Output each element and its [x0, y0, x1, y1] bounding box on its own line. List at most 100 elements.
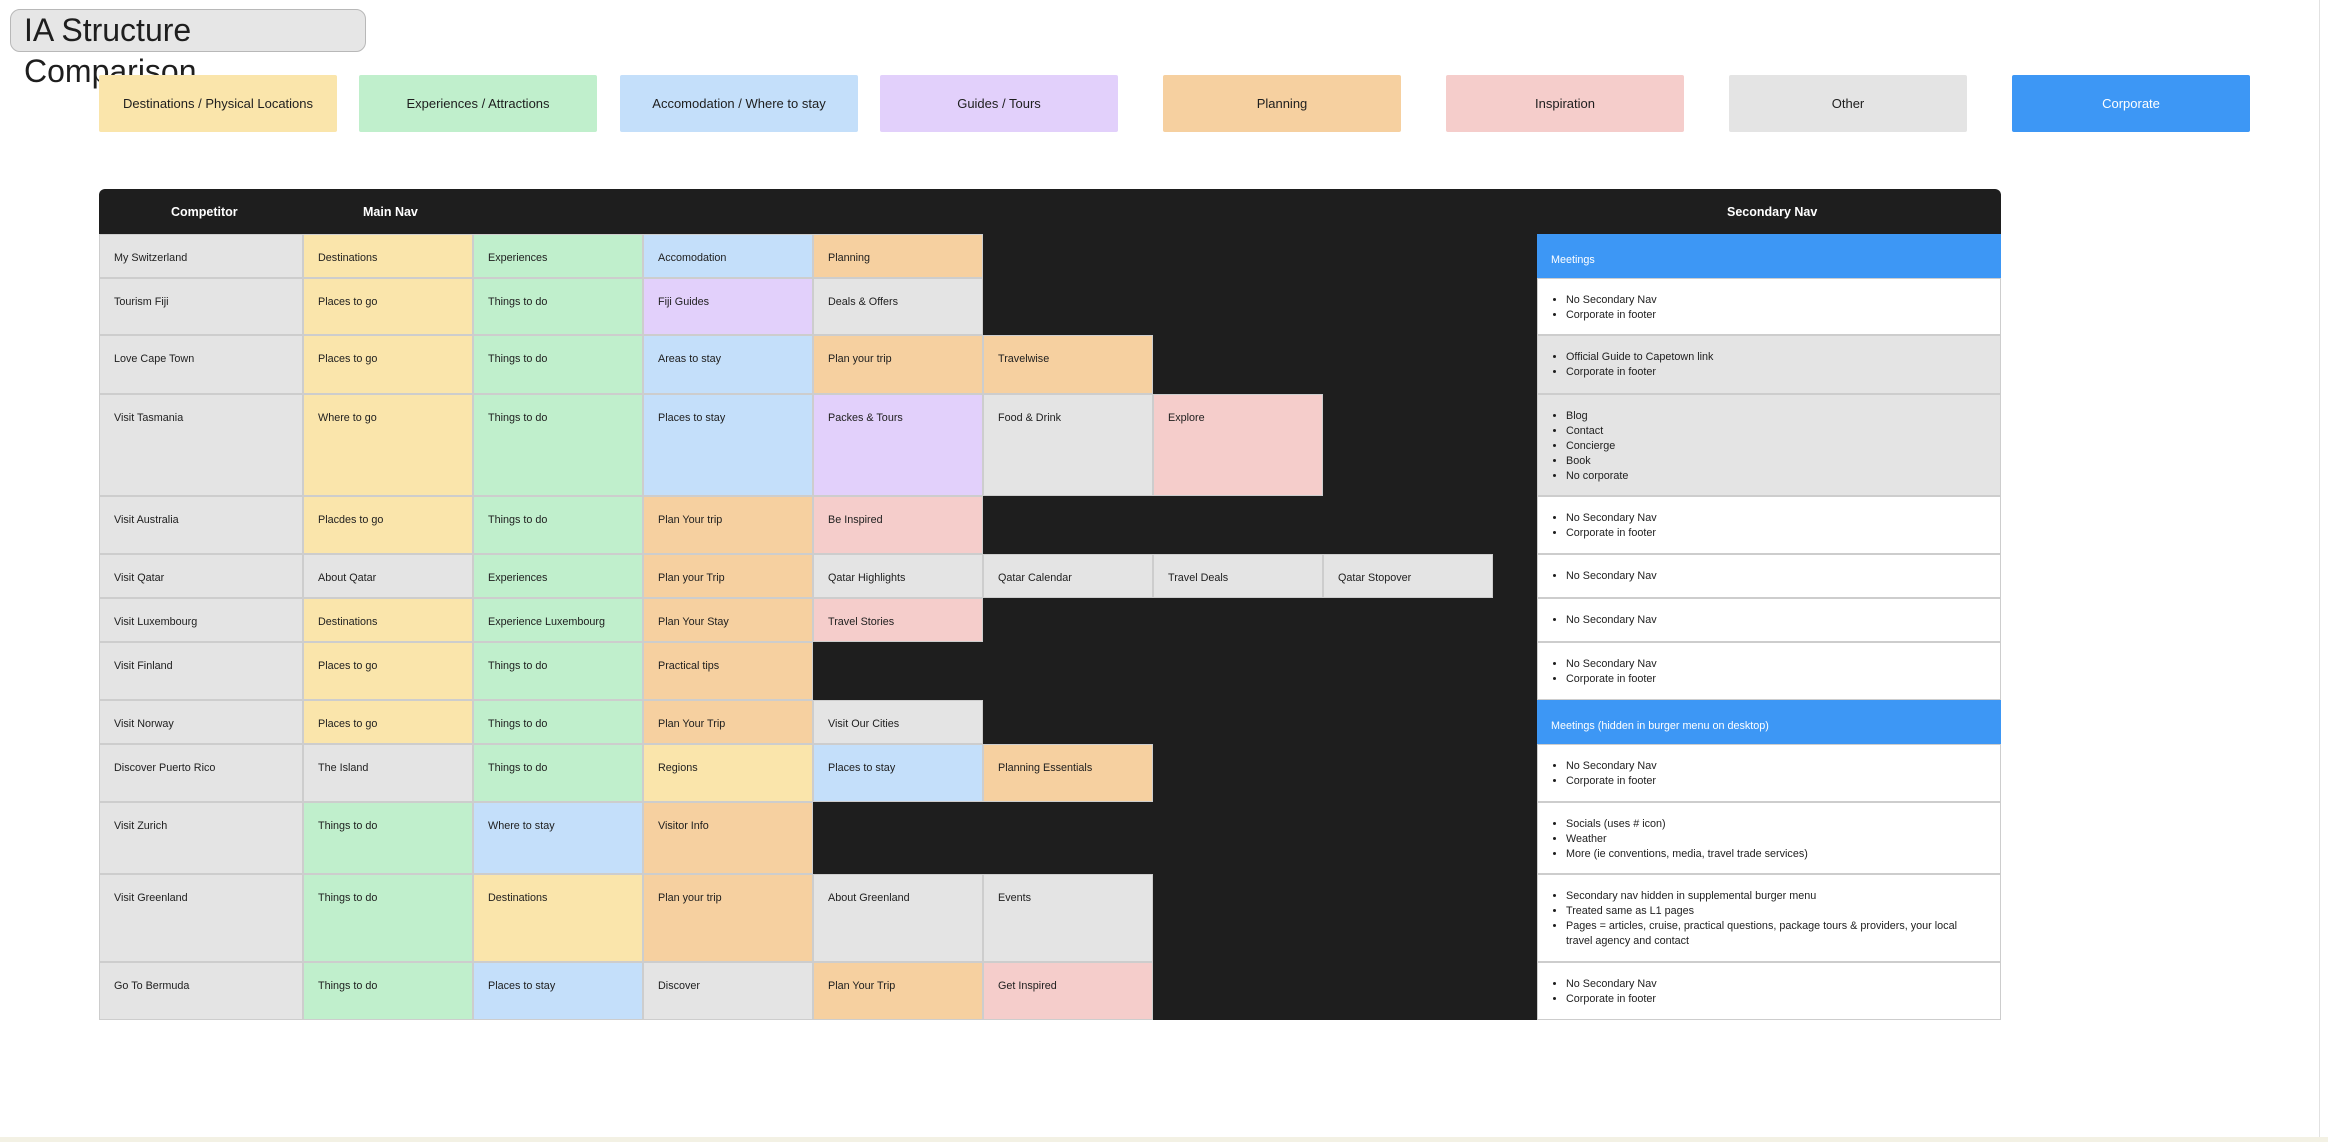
secondary-nav-item: More (ie conventions, media, travel trad… — [1566, 847, 1980, 862]
nav-cell-guide: Packes & Tours — [813, 394, 983, 496]
secondary-nav-item: No Secondary Nav — [1566, 759, 1980, 774]
secondary-nav-list: No Secondary NavCorporate in footer — [1537, 496, 2001, 554]
nav-cell-other: Food & Drink — [983, 394, 1153, 496]
header-main-nav: Main Nav — [363, 205, 418, 219]
header-secondary-nav: Secondary Nav — [1727, 205, 1818, 219]
secondary-nav-item: Concierge — [1566, 439, 1980, 454]
secondary-nav-list: BlogContactConciergeBookNo corporate — [1537, 394, 2001, 496]
secondary-nav-item: Blog — [1566, 409, 1980, 424]
legend-chip-other: Other — [1729, 75, 1967, 132]
secondary-nav-list: No Secondary Nav — [1537, 554, 2001, 598]
nav-cell-exp: Experiences — [473, 554, 643, 598]
secondary-nav-item: No Secondary Nav — [1566, 613, 1980, 628]
nav-cell-exp: Things to do — [303, 874, 473, 962]
secondary-nav-item: No corporate — [1566, 469, 1980, 484]
secondary-nav-item: Pages = articles, cruise, practical ques… — [1566, 919, 1980, 949]
secondary-nav-item: No Secondary Nav — [1566, 511, 1980, 526]
nav-cell-other: The Island — [303, 744, 473, 802]
competitor-cell: Visit Norway — [99, 700, 303, 744]
nav-cell-plan: Plan Your Trip — [643, 700, 813, 744]
nav-cell-insp: Travel Stories — [813, 598, 983, 642]
nav-cell-other: Qatar Highlights — [813, 554, 983, 598]
nav-cell-other: Deals & Offers — [813, 278, 983, 335]
nav-cell-guide: Fiji Guides — [643, 278, 813, 335]
bottom-edge — [0, 1137, 2328, 1142]
nav-cell-plan: Plan Your Stay — [643, 598, 813, 642]
nav-cell-plan: Practical tips — [643, 642, 813, 700]
page-title: IA Structure Comparison — [10, 9, 366, 89]
legend-chip-plan: Planning — [1163, 75, 1401, 132]
secondary-nav-corporate: Meetings (hidden in burger menu on deskt… — [1537, 700, 2001, 744]
secondary-nav-list: Official Guide to Capetown linkCorporate… — [1537, 335, 2001, 394]
competitor-cell: My Switzerland — [99, 234, 303, 278]
nav-cell-plan: Planning Essentials — [983, 744, 1153, 802]
secondary-nav-text: Meetings (hidden in burger menu on deskt… — [1551, 720, 1769, 732]
nav-cell-exp: Things to do — [473, 394, 643, 496]
competitor-cell: Visit Greenland — [99, 874, 303, 962]
nav-cell-other: About Qatar — [303, 554, 473, 598]
nav-cell-exp: Things to do — [303, 802, 473, 874]
legend-chip-corp: Corporate — [2012, 75, 2250, 132]
secondary-nav-list: No Secondary NavCorporate in footer — [1537, 962, 2001, 1020]
secondary-nav-list: No Secondary Nav — [1537, 598, 2001, 642]
competitor-cell: Visit Tasmania — [99, 394, 303, 496]
nav-cell-other: About Greenland — [813, 874, 983, 962]
nav-cell-plan: Plan your Trip — [643, 554, 813, 598]
secondary-nav-item: Corporate in footer — [1566, 774, 1980, 789]
secondary-nav-item: No Secondary Nav — [1566, 569, 1980, 584]
secondary-nav-item: Secondary nav hidden in supplemental bur… — [1566, 889, 1980, 904]
nav-cell-acc: Places to stay — [813, 744, 983, 802]
nav-cell-acc: Places to stay — [473, 962, 643, 1020]
secondary-nav-item: No Secondary Nav — [1566, 977, 1980, 992]
secondary-nav-text: Meetings — [1551, 254, 1595, 266]
secondary-nav-corporate: Meetings — [1537, 234, 2001, 278]
nav-cell-other: Discover — [643, 962, 813, 1020]
nav-cell-dest: Places to go — [303, 278, 473, 335]
secondary-nav-item: No Secondary Nav — [1566, 293, 1980, 308]
competitor-cell: Tourism Fiji — [99, 278, 303, 335]
nav-cell-dest: Destinations — [473, 874, 643, 962]
competitor-cell: Visit Qatar — [99, 554, 303, 598]
nav-cell-dest: Places to go — [303, 642, 473, 700]
nav-cell-exp: Things to do — [303, 962, 473, 1020]
secondary-nav-list: No Secondary NavCorporate in footer — [1537, 278, 2001, 335]
secondary-nav-item: No Secondary Nav — [1566, 657, 1980, 672]
competitor-cell: Visit Australia — [99, 496, 303, 554]
secondary-nav-item: Corporate in footer — [1566, 308, 1980, 323]
nav-cell-plan: Travelwise — [983, 335, 1153, 394]
competitor-cell: Go To Bermuda — [99, 962, 303, 1020]
secondary-nav-item: Treated same as L1 pages — [1566, 904, 1980, 919]
nav-cell-exp: Things to do — [473, 642, 643, 700]
nav-cell-dest: Places to go — [303, 335, 473, 394]
nav-cell-insp: Get Inspired — [983, 962, 1153, 1020]
nav-cell-acc: Areas to stay — [643, 335, 813, 394]
nav-cell-plan: Plan Your trip — [643, 496, 813, 554]
legend-chip-guide: Guides / Tours — [880, 75, 1118, 132]
legend-chip-acc: Accomodation / Where to stay — [620, 75, 858, 132]
nav-cell-acc: Where to stay — [473, 802, 643, 874]
header-competitor: Competitor — [171, 205, 238, 219]
nav-cell-exp: Things to do — [473, 278, 643, 335]
nav-cell-dest: Regions — [643, 744, 813, 802]
competitor-cell: Visit Finland — [99, 642, 303, 700]
secondary-nav-list: Socials (uses # icon)WeatherMore (ie con… — [1537, 802, 2001, 874]
secondary-nav-item: Weather — [1566, 832, 1980, 847]
nav-cell-dest: Destinations — [303, 598, 473, 642]
nav-cell-other: Visit Our Cities — [813, 700, 983, 744]
nav-cell-plan: Plan Your Trip — [813, 962, 983, 1020]
vertical-scrollbar[interactable] — [2319, 0, 2328, 1137]
nav-cell-plan: Plan your trip — [813, 335, 983, 394]
nav-cell-insp: Explore — [1153, 394, 1323, 496]
legend-chip-insp: Inspiration — [1446, 75, 1684, 132]
nav-cell-other: Qatar Stopover — [1323, 554, 1493, 598]
secondary-nav-item: Corporate in footer — [1566, 992, 1980, 1007]
nav-cell-exp: Things to do — [473, 700, 643, 744]
nav-cell-acc: Accomodation — [643, 234, 813, 278]
legend-chip-dest: Destinations / Physical Locations — [99, 75, 337, 132]
nav-cell-other: Qatar Calendar — [983, 554, 1153, 598]
nav-cell-other: Events — [983, 874, 1153, 962]
competitor-cell: Discover Puerto Rico — [99, 744, 303, 802]
nav-cell-exp: Things to do — [473, 335, 643, 394]
nav-cell-exp: Experiences — [473, 234, 643, 278]
nav-cell-plan: Visitor Info — [643, 802, 813, 874]
